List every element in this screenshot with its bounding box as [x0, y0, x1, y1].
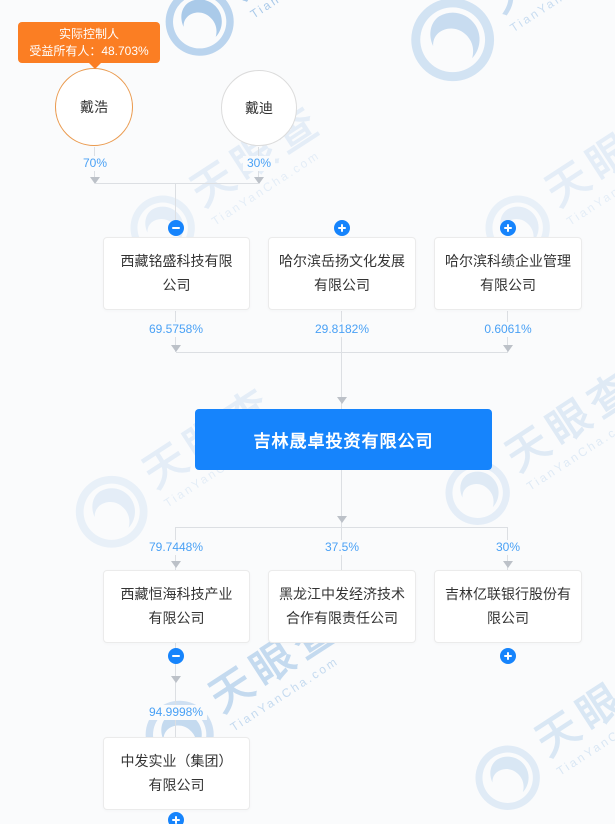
- company-node-downstream-1[interactable]: 西藏恒海科技产业有限公司: [103, 570, 250, 643]
- ownership-percent-label: 94.9998%: [144, 705, 208, 720]
- connector-line: [95, 183, 259, 184]
- arrowhead-down: [171, 676, 181, 683]
- ownership-percent-label: 37.5%: [320, 540, 364, 555]
- company-node-downstream-2[interactable]: 黑龙江中发经济技术合作有限责任公司: [268, 570, 416, 643]
- company-node-upstream-2[interactable]: 哈尔滨岳扬文化发展有限公司: [268, 237, 416, 310]
- actual-controller-badge: 实际控制人 受益所有人：48.703%: [18, 22, 160, 63]
- watermark-cn: 天眼查: [481, 0, 615, 22]
- expand-icon[interactable]: [168, 812, 184, 824]
- focus-company-name: 吉林晟卓投资有限公司: [253, 432, 434, 451]
- company-name: 中发实业（集团）有限公司: [120, 752, 233, 793]
- watermark-en: TianYanCha.com: [554, 697, 615, 779]
- watermark-cn: 天眼查: [537, 95, 615, 215]
- focus-company-node[interactable]: 吉林晟卓投资有限公司: [195, 409, 492, 470]
- company-name: 西藏铭盛科技有限公司: [120, 252, 233, 293]
- expand-icon[interactable]: [500, 220, 516, 236]
- badge-pointer: [89, 63, 101, 69]
- company-name: 吉林亿联银行股份有限公司: [445, 585, 571, 626]
- watermark-en: TianYanCha.com: [248, 0, 362, 21]
- company-name: 哈尔滨科绩企业管理有限公司: [445, 252, 571, 293]
- watermark-en: TianYanCha.com: [508, 0, 615, 35]
- arrowhead-down: [90, 177, 100, 184]
- collapse-icon[interactable]: [168, 648, 184, 664]
- arrowhead-down: [254, 177, 264, 184]
- ownership-percent-label: 29.8182%: [310, 322, 374, 337]
- ownership-percent-label: 30%: [242, 156, 276, 171]
- connector-line: [341, 311, 342, 409]
- expand-icon[interactable]: [500, 648, 516, 664]
- connector-line: [341, 470, 342, 527]
- arrowhead-down: [503, 345, 513, 352]
- badge-line2: 受益所有人：48.703%: [29, 43, 149, 58]
- company-name: 黑龙江中发经济技术合作有限责任公司: [279, 585, 405, 626]
- ownership-percent-label: 0.6061%: [480, 322, 536, 337]
- watermark-en: TianYanCha.com: [564, 147, 615, 229]
- connector-line: [176, 352, 508, 353]
- company-name: 西藏恒海科技产业有限公司: [120, 585, 233, 626]
- company-node-subsidiary[interactable]: 中发实业（集团）有限公司: [103, 737, 250, 810]
- watermark-cn: 天眼查: [221, 0, 370, 8]
- company-node-downstream-3[interactable]: 吉林亿联银行股份有限公司: [434, 570, 582, 643]
- tianyancha-logo-icon: [475, 745, 540, 810]
- company-node-upstream-3[interactable]: 哈尔滨科绩企业管理有限公司: [434, 237, 582, 310]
- watermark-en: TianYanCha.com: [524, 412, 615, 494]
- connector-line: [176, 527, 508, 528]
- company-node-upstream-1[interactable]: 西藏铭盛科技有限公司: [103, 237, 250, 310]
- company-name: 哈尔滨岳扬文化发展有限公司: [279, 252, 405, 293]
- person-node-daidi[interactable]: 戴迪: [221, 70, 297, 146]
- ownership-percent-label: 70%: [78, 156, 112, 171]
- expand-icon[interactable]: [334, 220, 350, 236]
- person-name: 戴迪: [245, 100, 273, 116]
- arrowhead-down: [503, 561, 513, 568]
- collapse-icon[interactable]: [168, 220, 184, 236]
- tianyancha-logo-icon: [165, 0, 234, 56]
- connector-line: [175, 183, 176, 220]
- arrowhead-down: [171, 561, 181, 568]
- watermark-cn: 天眼查: [497, 360, 615, 480]
- watermark-cn: 天眼查: [527, 645, 615, 765]
- connector-line: [175, 643, 176, 737]
- badge-line1: 实际控制人: [58, 26, 119, 41]
- watermark-en: TianYanCha.com: [227, 653, 342, 735]
- ownership-percent-label: 69.5758%: [144, 322, 208, 337]
- arrowhead-down: [171, 345, 181, 352]
- person-name: 戴浩: [80, 99, 108, 115]
- arrowhead-down: [337, 397, 347, 404]
- tianyancha-logo-icon: [411, 0, 495, 82]
- ownership-percent-label: 30%: [491, 540, 525, 555]
- arrowhead-down: [337, 516, 347, 523]
- person-node-daihao[interactable]: 戴浩: [55, 68, 133, 146]
- ownership-percent-label: 79.7448%: [144, 540, 208, 555]
